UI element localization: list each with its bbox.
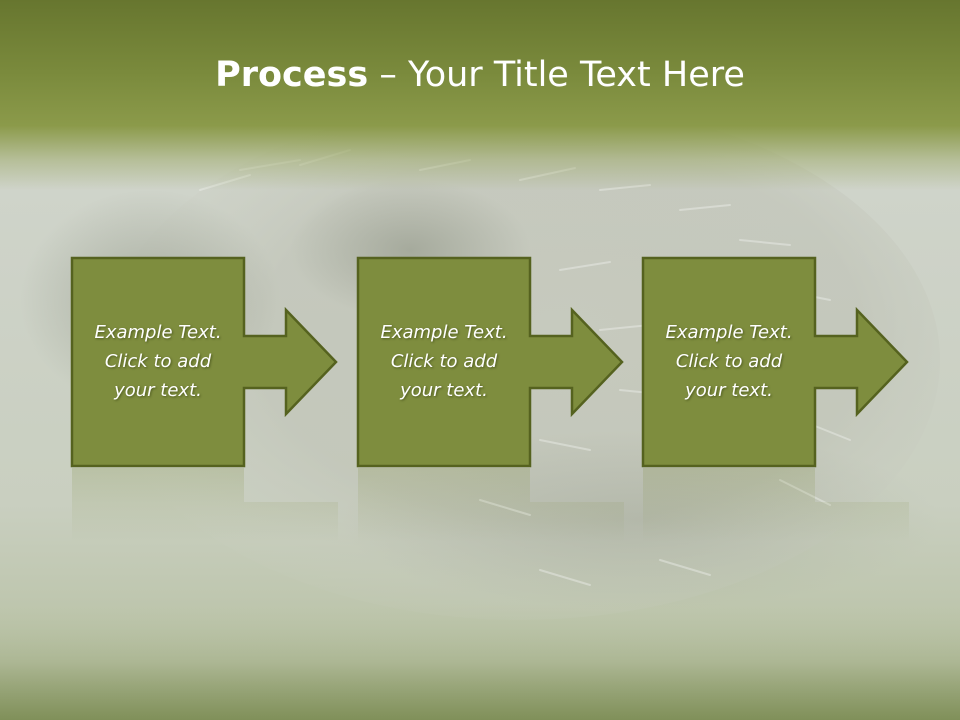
step-1-reflection [72,468,338,542]
step-3-line-1: Example Text. [665,321,793,343]
step-2-arrow-box[interactable] [354,252,624,542]
arrow-right-icon [70,256,338,468]
title-dash: – [379,55,397,95]
step-2-text[interactable]: Example Text. Click to add your text. [358,258,530,464]
slide-title[interactable]: Process – Your Title Text Here [0,50,960,100]
step-1-arrow-box[interactable] [68,252,338,542]
step-3-arrow-box[interactable] [639,252,909,542]
step-2-reflection [358,468,624,542]
step-1-line-1: Example Text. [94,321,222,343]
title-bold: Process [215,55,369,95]
arrow-right-icon [641,256,909,468]
step-3-line-3: your text. [685,379,773,401]
step-1-line-2: Click to add [104,350,212,372]
step-2-line-2: Click to add [390,350,498,372]
step-3-text[interactable]: Example Text. Click to add your text. [643,258,815,464]
step-1-text[interactable]: Example Text. Click to add your text. [72,258,244,464]
arrow-right-icon [356,256,624,468]
step-2-line-3: your text. [400,379,488,401]
title-rest: Your Title Text Here [407,55,745,95]
step-1-line-3: your text. [114,379,202,401]
title-band [0,0,960,190]
step-3-reflection [643,468,909,542]
step-3-line-2: Click to add [675,350,783,372]
step-2-line-1: Example Text. [380,321,508,343]
